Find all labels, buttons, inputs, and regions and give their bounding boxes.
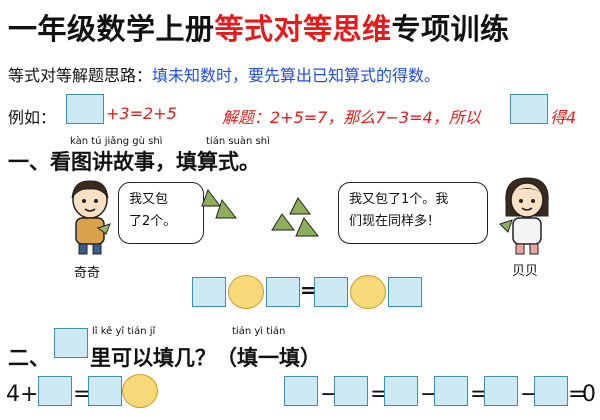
section1-heading: 一、看图讲故事，填算式。 <box>8 150 260 174</box>
section2-heading-box <box>54 328 88 358</box>
bubble-left-line1: 我又包 <box>129 192 169 207</box>
speech-bubble-left: 我又包 了2个。 <box>118 182 204 244</box>
equals-sign-section1: = <box>300 278 317 302</box>
section2-pinyin-2: tián yì tián <box>232 326 286 337</box>
idea-label: 等式对等解题思路： <box>8 66 153 85</box>
eq-right-box-3[interactable] <box>384 376 418 406</box>
eq-right-equals-3: = <box>568 382 587 407</box>
example-label: 例如： <box>8 108 57 127</box>
section2-heading: 里可以填几？（填一填） <box>90 346 321 370</box>
zongzi-group-left <box>201 188 238 219</box>
example-solution-end: 得4 <box>550 108 577 127</box>
example-solution-text: 解题：2+5=7，那么7−3=4，所以 <box>222 108 481 127</box>
eq-right-box-1[interactable] <box>284 376 318 406</box>
eq-right-minus-2: − <box>420 382 439 407</box>
answer-box-3[interactable] <box>314 277 348 307</box>
example-blank-box[interactable] <box>66 94 104 124</box>
zongzi-group-middle <box>271 197 320 237</box>
eq-left-box-2[interactable] <box>88 376 122 406</box>
eq-left-prefix: 4+ <box>6 382 39 407</box>
answer-circle-1[interactable] <box>228 275 264 309</box>
eq-right-box-6[interactable] <box>534 376 568 406</box>
name-qiqi: 奇奇 <box>74 266 101 281</box>
title-part2: 等式对等思维 <box>214 12 392 46</box>
eq-left-box-1[interactable] <box>38 376 72 406</box>
example-solution-box[interactable] <box>510 94 548 124</box>
answer-box-2[interactable] <box>266 277 300 307</box>
eq-left-equals: = <box>73 382 92 407</box>
bubble-right-line2: 们现在同样多！ <box>349 214 441 229</box>
eq-right-zero: 0 <box>582 382 596 407</box>
section1-pinyin-2: tián suàn shì <box>206 136 270 147</box>
eq-right-minus-1: − <box>320 382 339 407</box>
boy-qiqi-illustration <box>71 180 111 255</box>
section1-pinyin-1: kàn tú jiǎng gù shì <box>70 136 163 147</box>
speech-bubble-right: 我又包了1个。我 们现在同样多！ <box>338 182 488 244</box>
bubble-right-line1: 我又包了1个。我 <box>349 192 449 207</box>
eq-right-box-4[interactable] <box>434 376 468 406</box>
eq-left-circle[interactable] <box>122 374 158 408</box>
solving-idea: 等式对等解题思路：填未知数时，要先算出已知算式的得数。 <box>8 62 440 86</box>
example-equation-tail: +3=2+5 <box>106 104 177 123</box>
section2-number: 二、 <box>8 346 50 370</box>
eq-right-box-2[interactable] <box>334 376 368 406</box>
bubble-left-line2: 了2个。 <box>129 214 177 229</box>
girl-beibei-illustration <box>499 177 549 255</box>
eq-right-equals-1: = <box>370 382 389 407</box>
eq-right-box-5[interactable] <box>484 376 518 406</box>
answer-box-1[interactable] <box>192 277 226 307</box>
title-part3: 专项训练 <box>391 12 510 46</box>
answer-box-4[interactable] <box>388 277 422 307</box>
idea-text: 填未知数时，要先算出已知算式的得数。 <box>152 66 441 85</box>
answer-circle-2[interactable] <box>350 275 386 309</box>
worksheet-title: 一年级数学上册等式对等思维专项训练 <box>8 6 510 48</box>
section2-pinyin-1: lǐ kě yǐ tián jǐ <box>92 326 156 337</box>
name-beibei: 贝贝 <box>512 264 539 279</box>
eq-right-minus-3: − <box>520 382 539 407</box>
title-part1: 一年级数学上册 <box>8 12 215 46</box>
eq-right-equals-2: = <box>470 382 489 407</box>
